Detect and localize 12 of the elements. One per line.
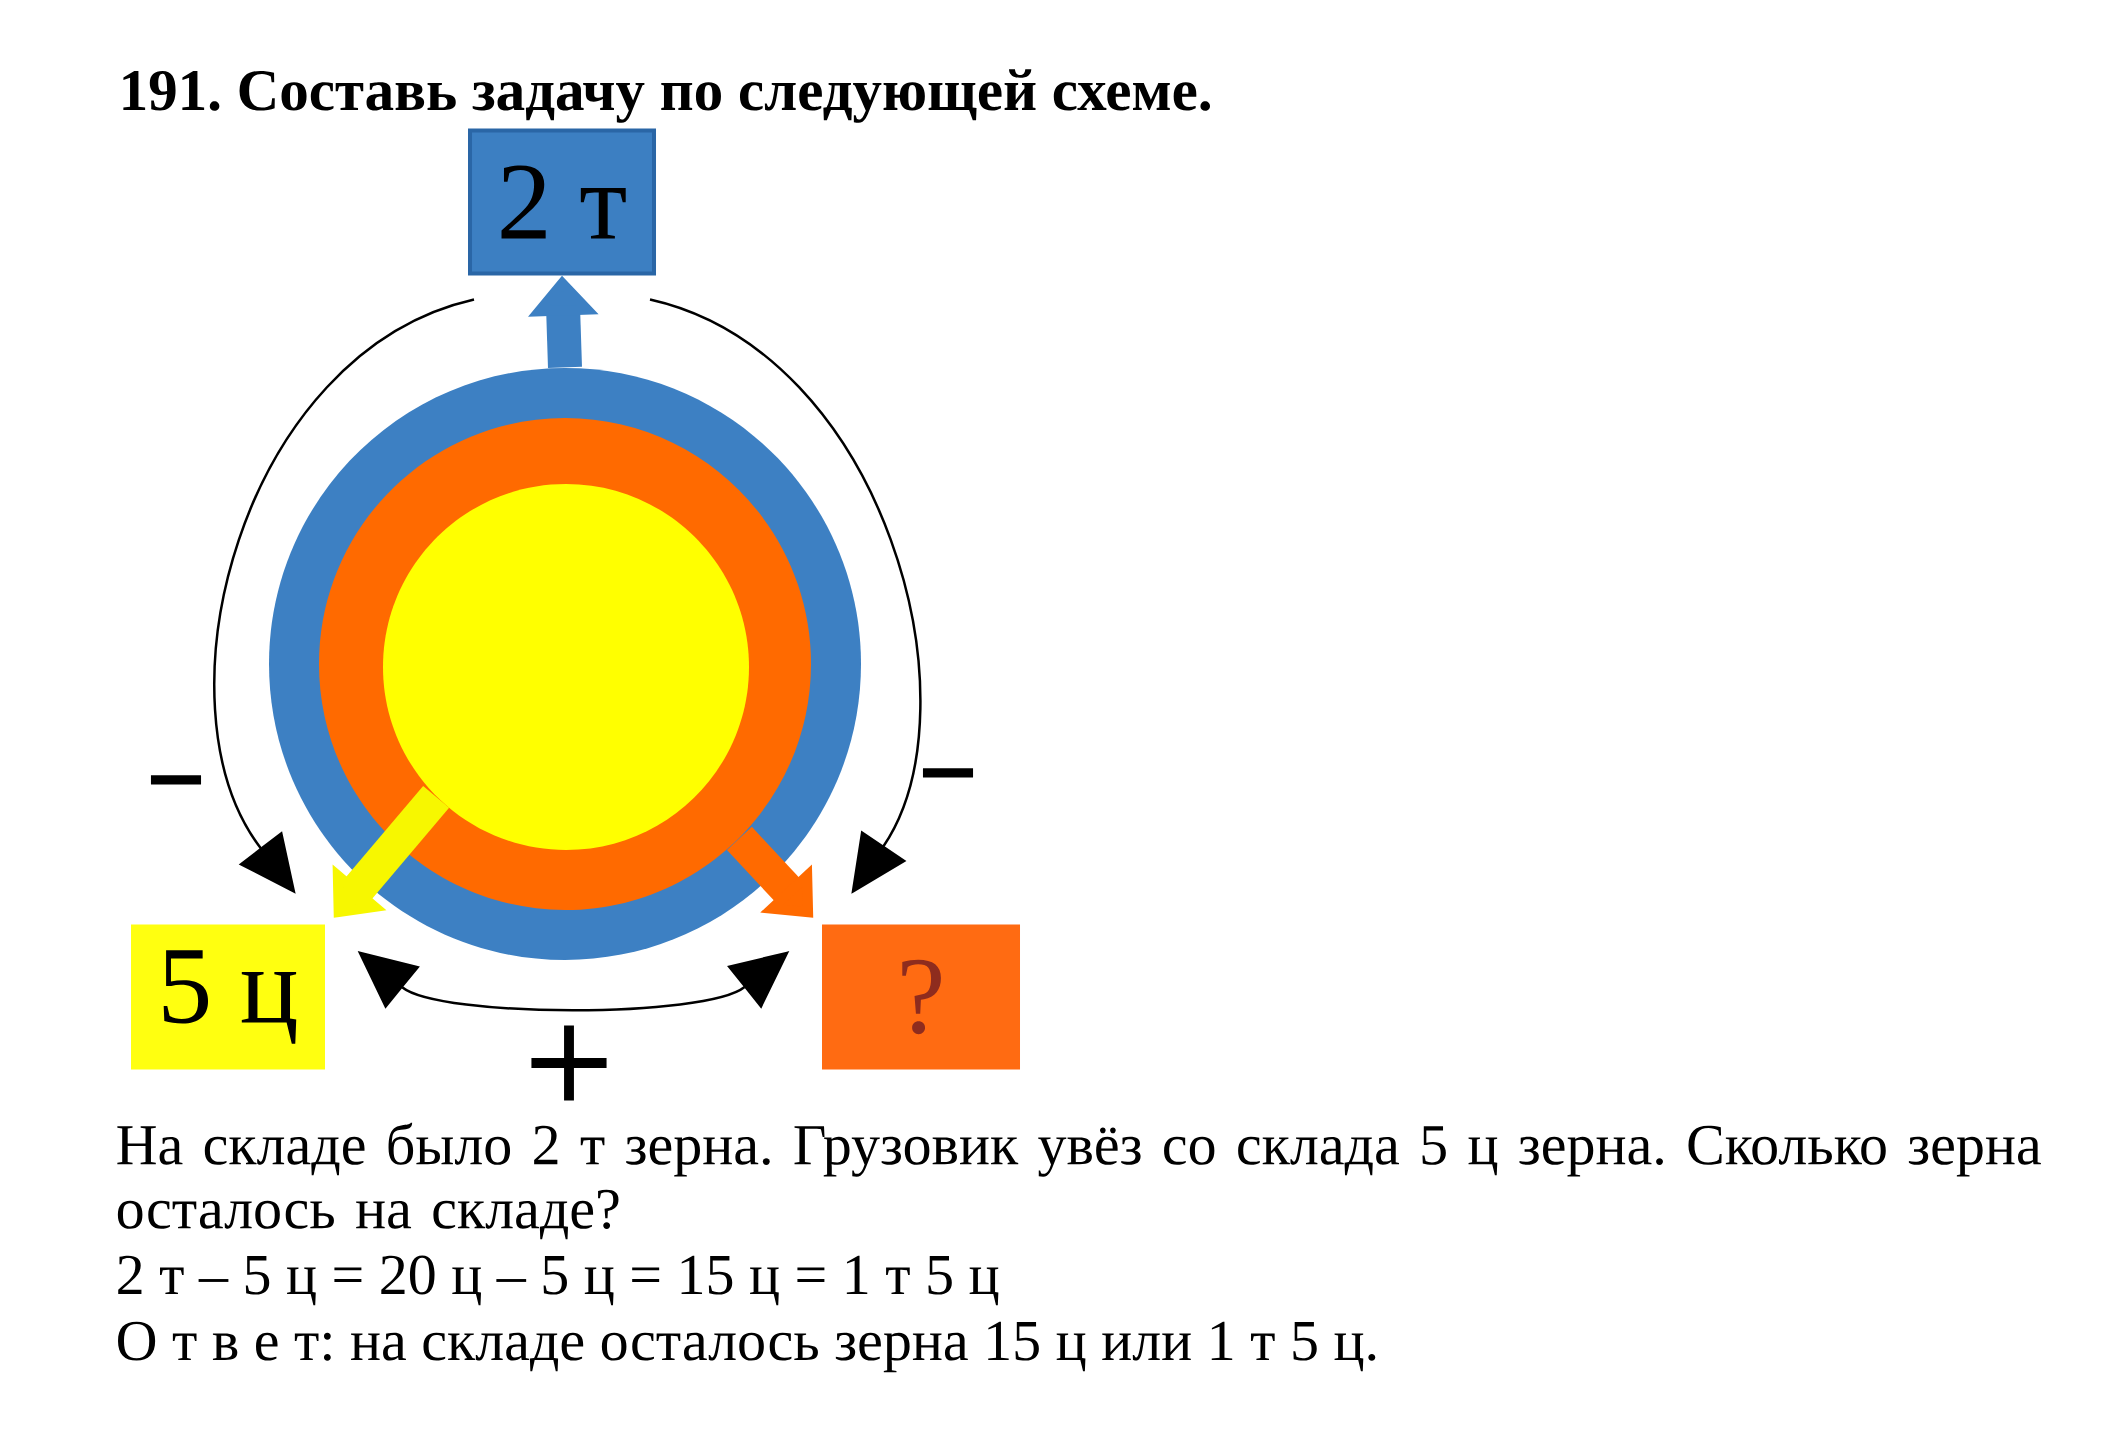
block-arrow [726,826,814,918]
value-box: 2 т [468,128,656,276]
answer-text: О т в е т: на складе осталось зерна 15 ц или 1 т 5 ц. [118,1321,1376,1373]
value-box: 5 ц [131,924,325,1070]
edge-label: − [922,768,974,778]
problem-text: На складе было 2 т зерна. Грузовик увёз со склада 5 ц зерна. Сколько зерна осталось на складе? [117,1122,2041,1240]
inner-circle [383,484,749,850]
edge-label: − [150,775,202,785]
title: 191. Составь задачу по следующей схеме. [123,69,1210,123]
solution-text: 2 т – 5 ц = 20 ц – 5 ц = 15 ц = 1 т 5 ц [118,1255,999,1306]
edge-label: + [531,1025,607,1101]
question-box: ? [822,924,1020,1070]
